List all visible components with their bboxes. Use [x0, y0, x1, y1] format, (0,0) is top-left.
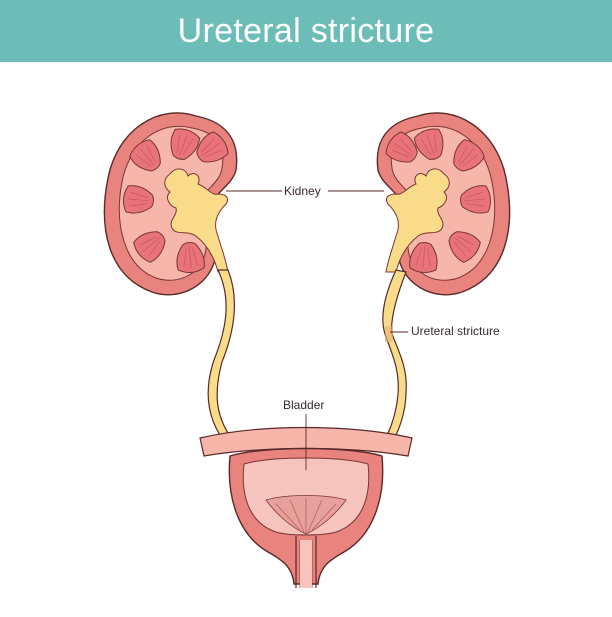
left-kidney — [103, 112, 238, 296]
stricture-narrowing — [385, 326, 393, 342]
anatomy-diagram: Kidney Ureteral stricture Bladder — [0, 62, 612, 612]
bladder-label: Bladder — [283, 398, 325, 412]
bladder — [199, 426, 413, 588]
kidney-label: Kidney — [284, 184, 321, 198]
title-bar: Ureteral stricture — [0, 0, 612, 62]
right-kidney — [376, 112, 511, 296]
left-ureter — [207, 269, 238, 447]
right-ureter — [381, 269, 407, 449]
page-title: Ureteral stricture — [177, 11, 435, 50]
ureteral-stricture-label: Ureteral stricture — [411, 324, 500, 338]
urinary-system-illustration — [103, 112, 511, 588]
